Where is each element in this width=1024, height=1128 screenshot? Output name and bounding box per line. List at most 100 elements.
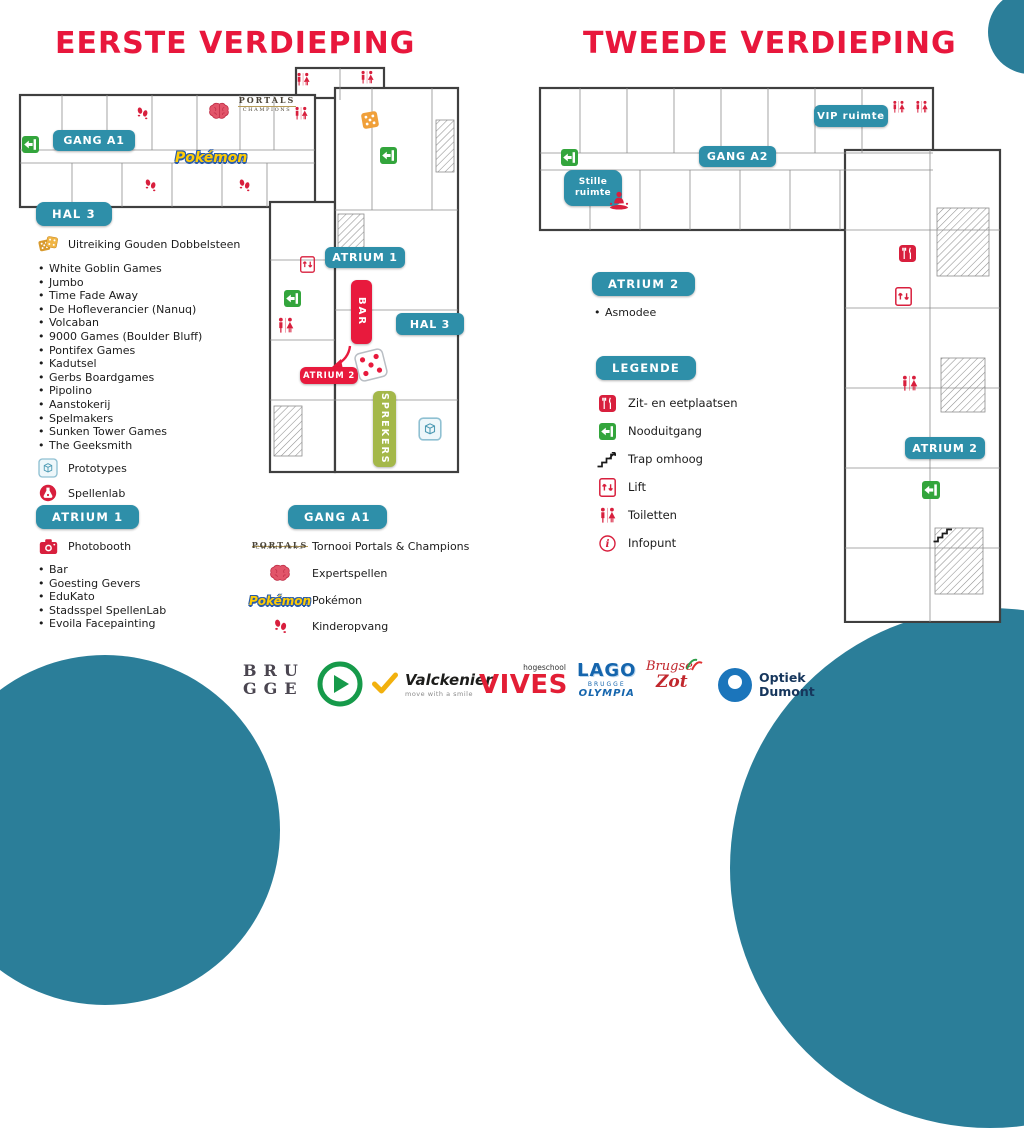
stille-ruimte-line-1: Stille [578,176,608,187]
emergency-exit-icon [561,149,578,166]
pokemon-label: Pokémon [312,594,363,607]
legend-row-dining: Zit- en eetplaatsen [596,389,796,417]
prototype-dice-icon [36,458,60,478]
optiek-name-1: Optiek [759,670,806,686]
toilets-icon [900,375,919,392]
optiek-name-2: Dumont [759,684,815,699]
gang-a1-section: GANG A1 PORTALS CHAMPIONS Tornooi Portal… [248,505,478,635]
spellenlab-label: Spellenlab [68,486,126,500]
legend-rows: Zit- en eetplaatsen Nooduitgang Trap omh… [596,389,796,557]
portals-champions-logo: PORTALS CHAMPIONS [251,540,309,551]
stairs-icon [596,451,618,468]
footprints-icon [136,106,149,121]
expertspellen-label: Expertspellen [312,567,388,580]
hal3-section: HAL 3 Uitreiking Gouden Dobbelsteen Whit… [36,202,271,502]
list-item: Time Fade Away [36,289,271,303]
plan-badge-vip-ruimte: VIP ruimte [814,105,888,127]
atrium1-list: Bar Goesting Gevers EduKato Stadsspel Sp… [36,563,241,631]
legend-row-info: i Infopunt [596,529,796,557]
brugge-logo-line-2: GGE [243,679,304,699]
floorplan-second-floor: VIP ruimte GANG A2 Stille ruimte ATRIUM … [535,58,1013,623]
hal3-exhibitor-list: White Goblin Games Jumbo Time Fade Away … [36,262,271,452]
list-item: Asmodee [592,306,772,320]
floorplan-first-floor: GANG A1 PORTALS CHAMPIONS Pokémon ATRIUM… [12,60,464,475]
list-item: Pipolino [36,384,271,398]
legend-badge: LEGENDE [596,356,696,380]
jester-plume-icon [685,656,705,675]
plan-badge-atrium-2: ATRIUM 2 [300,367,358,384]
legend-label: Infopunt [628,536,677,550]
valckenier-logo: Valckenier move with a smile [372,672,493,698]
award-label: Uitreiking Gouden Dobbelsteen [68,238,241,251]
plan-badge-gang-a2: GANG A2 [699,146,776,167]
emergency-exit-icon [380,147,397,164]
stille-ruimte-line-2: ruimte [574,188,612,198]
plan-badge-atrium-2: ATRIUM 2 [905,437,985,459]
emergency-exit-icon [596,422,618,440]
portals-champions-logo: PORTALS CHAMPIONS [238,95,296,113]
emergency-exit-icon [922,481,940,499]
vives-logo: hogeschool VIVES [479,663,568,698]
legend-section: LEGENDE Zit- en eetplaatsen Nooduitgang … [596,356,796,557]
list-item: Pontifex Games [36,344,271,358]
portals-row: PORTALS CHAMPIONS Tornooi Portals & Cham… [248,540,478,553]
list-item: EduKato [36,590,241,604]
photobooth-row: Photobooth [36,538,241,555]
golden-dice-icon [36,235,60,254]
atrium1-section: ATRIUM 1 Photobooth Bar Goesting Gevers … [36,505,241,631]
lago-logo: LAGO BRUGGE OLYMPIA [577,660,637,699]
valckenier-check-icon [372,672,398,698]
vives-name: VIVES [479,670,568,700]
toilets-icon [293,106,309,121]
list-item: Goesting Gevers [36,577,241,591]
green-circle-logo [316,660,364,712]
atrium2-list: Asmodee [592,306,772,320]
emergency-exit-icon [284,290,301,307]
list-item: The Geeksmith [36,439,271,453]
kinderopvang-label: Kinderopvang [312,620,389,633]
vives-subtitle: hogeschool [523,663,566,672]
valckenier-name: Valckenier [405,670,493,689]
prototypes-label: Prototypes [68,461,127,475]
title-second-floor: TWEEDE VERDIEPING [583,26,957,61]
dining-icon [596,394,618,412]
optiek-dumont-mark [718,668,752,702]
lago-subtitle-2: OLYMPIA [578,687,635,699]
brugge-logo: BRU GGE [243,661,305,699]
plan-badge-bar: BAR [351,280,372,344]
brugse-zot-logo: Brugse Zot [646,658,703,693]
footprints-icon [248,618,312,635]
lago-name: LAGO [577,660,637,681]
spellenlab-icon [36,484,60,502]
brain-icon [248,564,312,583]
lift-icon [300,256,315,273]
brugse-zot-line-1: Brugse [646,659,693,674]
legend-label: Nooduitgang [628,424,702,438]
list-item: Sunken Tower Games [36,425,271,439]
expertspellen-row: Expertspellen [248,564,478,583]
orange-dice-icon [360,110,380,130]
plan-badge-sprekers: SPREKERS [373,391,396,467]
stairs-icon [932,526,954,543]
svg-text:i: i [605,538,609,550]
legend-label: Toiletten [628,508,677,522]
legend-label: Zit- en eetplaatsen [628,396,738,410]
golden-die-award-row: Uitreiking Gouden Dobbelsteen [36,235,271,254]
atrium2-section: ATRIUM 2 Asmodee [592,272,772,320]
list-item: De Hofleverancier (Nanuq) [36,303,271,317]
spellenlab-row: Spellenlab [36,484,271,502]
list-item: Gerbs Boardgames [36,371,271,385]
legend-row-lift: Lift [596,473,796,501]
info-icon: i [596,534,618,552]
lift-icon [895,287,912,306]
atrium2-section-badge: ATRIUM 2 [592,272,696,296]
legend-label: Lift [628,480,646,494]
pokemon-row: Pokémon Pokémon [248,593,363,608]
brugse-zot-line-2: Zot [656,672,688,693]
photobooth-icon [36,538,60,555]
toilets-icon [359,70,375,85]
atrium1-section-badge: ATRIUM 1 [36,505,140,529]
list-item: Stadsspel SpellenLab [36,604,241,618]
footprints-icon [238,178,251,193]
photobooth-label: Photobooth [68,540,132,553]
